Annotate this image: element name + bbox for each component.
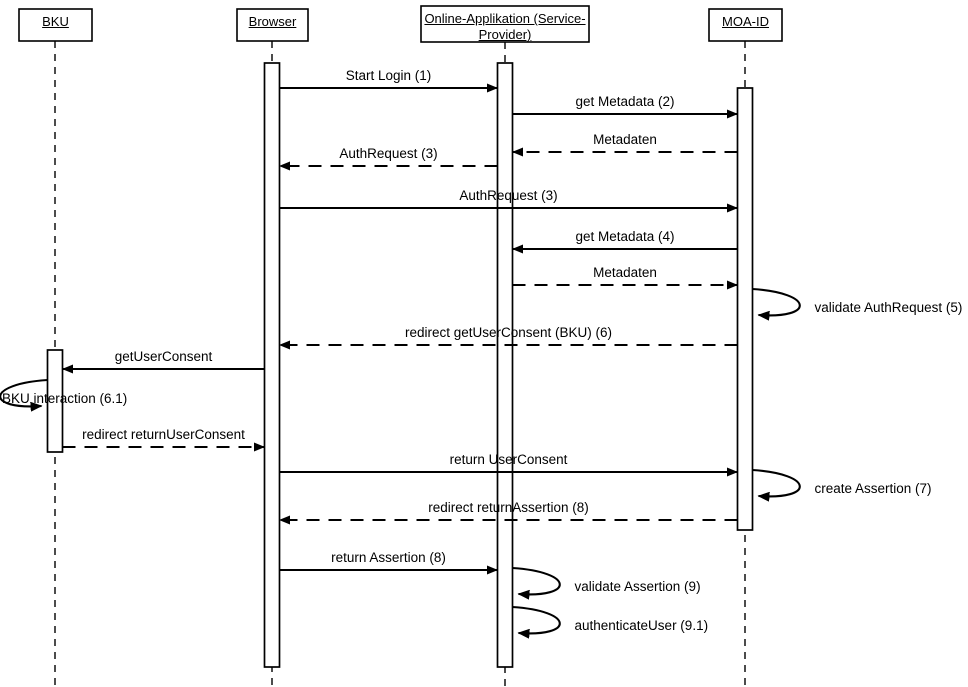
self-message-9-1-label: authenticateUser (9.1) bbox=[574, 618, 709, 633]
lifeline-label-bku: BKU bbox=[42, 14, 69, 29]
message-label-3: Metadaten bbox=[593, 132, 657, 147]
self-message-9-label: validate Assertion (9) bbox=[574, 579, 701, 594]
self-message-9-1-arrow[interactable] bbox=[512, 605, 561, 639]
self-message-6-1-arrow[interactable] bbox=[0, 378, 48, 412]
message-label-1: Start Login (1) bbox=[345, 68, 432, 83]
activation-bar-browser-0[interactable] bbox=[263, 62, 281, 668]
lifeline-label-browser: Browser bbox=[248, 14, 297, 29]
self-message-5-arrow[interactable] bbox=[752, 287, 801, 321]
activation-bar-oa-0[interactable] bbox=[496, 62, 514, 668]
lifeline-label-oa: Online-Applikation (Service-Provider) bbox=[424, 11, 586, 43]
message-label-12: redirect returnAssertion (8) bbox=[428, 500, 589, 515]
message-label-10: redirect returnUserConsent bbox=[82, 427, 245, 442]
message-label-6: get Metadata (4) bbox=[575, 229, 675, 244]
activation-bar-moaid-0[interactable] bbox=[736, 87, 754, 531]
message-label-5: AuthRequest (3) bbox=[459, 188, 558, 203]
self-message-5-label: validate AuthRequest (5) bbox=[814, 300, 963, 315]
message-label-2: get Metadata (2) bbox=[575, 94, 675, 109]
self-messages-group bbox=[0, 287, 801, 639]
lifeline-header-box-bku[interactable] bbox=[18, 8, 93, 42]
self-message-7-label: create Assertion (7) bbox=[814, 481, 932, 496]
self-message-7-arrow[interactable] bbox=[752, 468, 801, 502]
lifeline-label-moaid: MOA-ID bbox=[722, 14, 769, 29]
message-label-11: return UserConsent bbox=[449, 452, 568, 467]
self-message-6-1-label: BKU interaction (6.1) bbox=[2, 391, 128, 406]
messages-group bbox=[62, 83, 738, 575]
lifeline-header-box-moaid[interactable] bbox=[708, 8, 783, 42]
message-label-13: return Assertion (8) bbox=[331, 550, 446, 565]
message-label-8: redirect getUserConsent (BKU) (6) bbox=[404, 325, 613, 340]
lifelines-group bbox=[18, 5, 783, 687]
activation-bar-bku-0[interactable] bbox=[46, 349, 64, 453]
message-label-4: AuthRequest (3) bbox=[339, 146, 438, 161]
lifeline-header-box-browser[interactable] bbox=[236, 8, 309, 42]
message-label-9: getUserConsent bbox=[114, 349, 213, 364]
self-message-9-arrow[interactable] bbox=[512, 566, 561, 600]
message-label-7: Metadaten bbox=[593, 265, 657, 280]
